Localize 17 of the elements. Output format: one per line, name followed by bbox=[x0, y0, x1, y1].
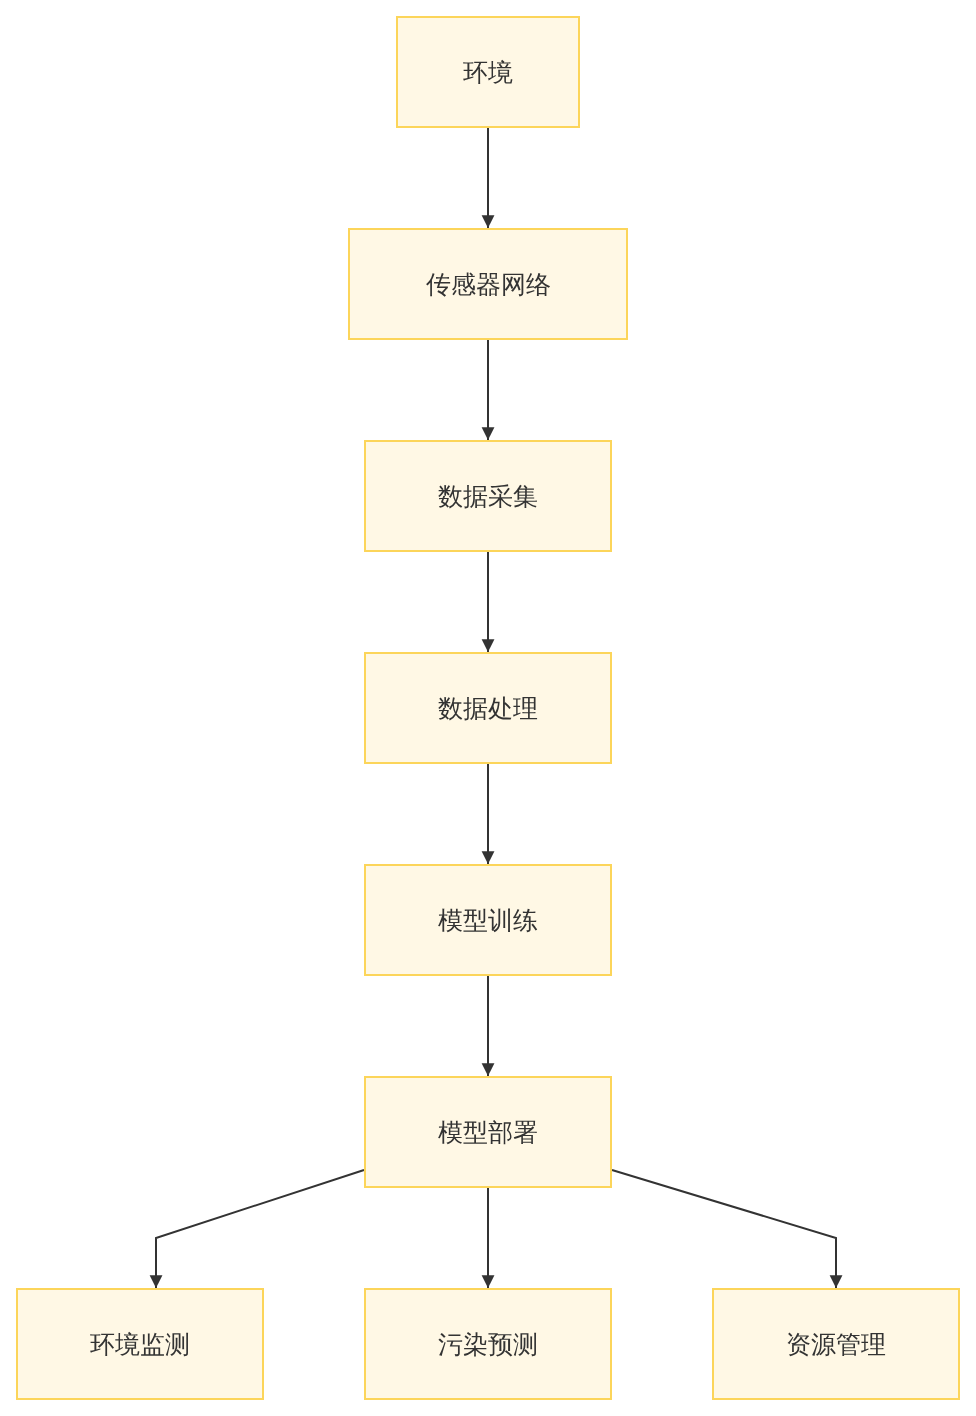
arrow bbox=[481, 551, 495, 653]
arrow bbox=[481, 763, 495, 865]
arrow bbox=[611, 1169, 843, 1289]
arrow bbox=[481, 975, 495, 1077]
process-box: 模型部署 bbox=[364, 1076, 612, 1188]
arrow bbox=[481, 1187, 495, 1289]
process-box: 环境 bbox=[396, 16, 580, 128]
process-box: 资源管理 bbox=[712, 1288, 960, 1400]
arrow bbox=[149, 1169, 365, 1289]
process-box: 数据处理 bbox=[364, 652, 612, 764]
process-box: 环境监测 bbox=[16, 1288, 264, 1400]
arrow bbox=[481, 339, 495, 441]
process-box: 模型训练 bbox=[364, 864, 612, 976]
process-box: 传感器网络 bbox=[348, 228, 628, 340]
process-box: 数据采集 bbox=[364, 440, 612, 552]
process-box: 污染预测 bbox=[364, 1288, 612, 1400]
arrow bbox=[481, 127, 495, 229]
